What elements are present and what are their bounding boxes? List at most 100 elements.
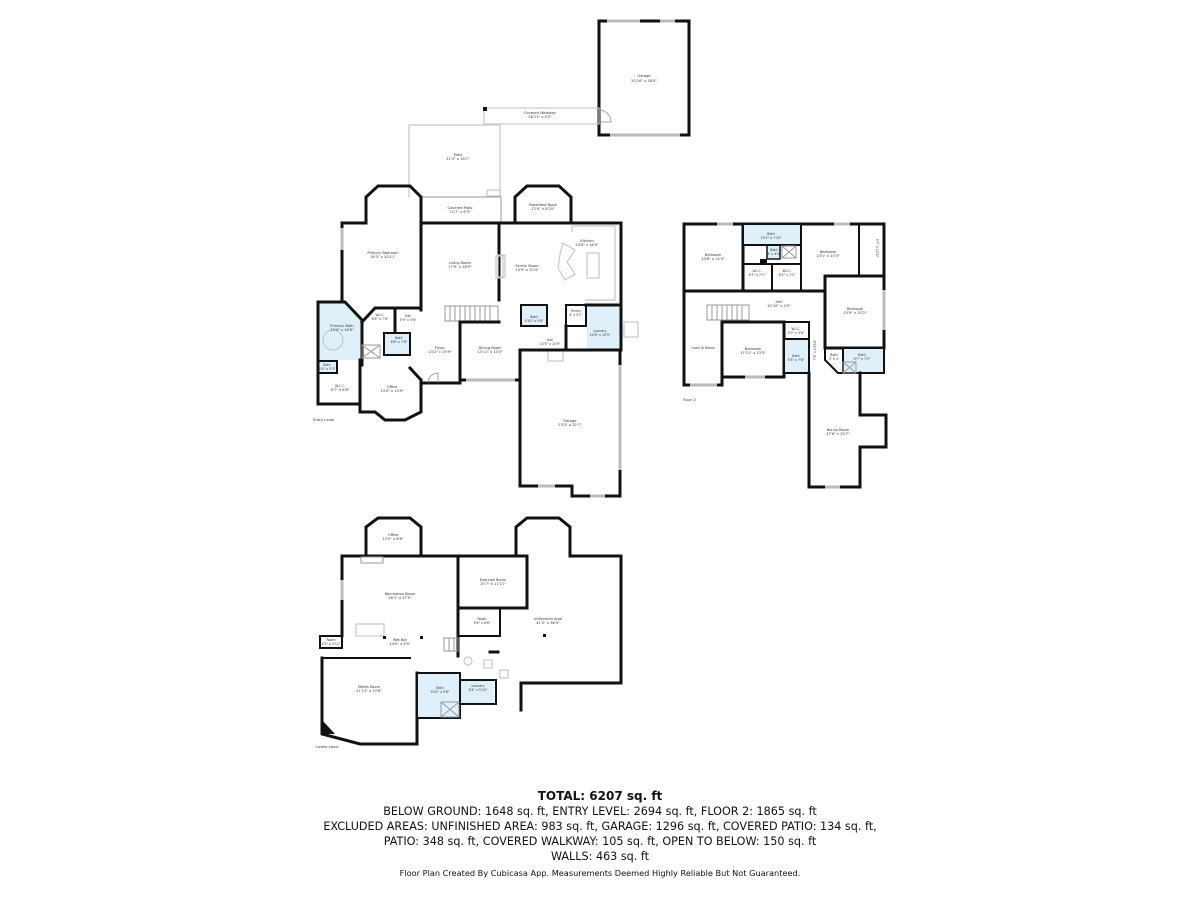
- svg-text:21'7" x 6'3": 21'7" x 6'3": [449, 210, 470, 214]
- svg-text:3' x 4': 3' x 4': [829, 357, 839, 361]
- room-f2-baths-right: Bath 3' x 4' Bath 9'7" x 7'2": [824, 347, 885, 374]
- svg-text:Family Room: Family Room: [516, 264, 539, 268]
- svg-text:12'4" x 8'10": 12'4" x 8'10": [531, 207, 555, 211]
- svg-text:5'5" x 7'8": 5'5" x 7'8": [788, 358, 805, 362]
- svg-text:Bath: Bath: [858, 353, 865, 357]
- svg-text:21'11" x 19'8": 21'11" x 19'8": [356, 689, 382, 693]
- svg-text:17'9" x 18'9": 17'9" x 18'9": [448, 265, 472, 269]
- room-f2-bath-main: Bath 15'2" x 7'10" Bath 5' x 4'5": [742, 225, 802, 265]
- svg-text:6'8" x 7'8": 6'8" x 7'8": [391, 340, 408, 344]
- svg-text:Room: Room: [477, 617, 486, 621]
- svg-text:10'5" x 10'9": 10'5" x 10'9": [540, 342, 561, 346]
- room-ll-unfinished: Unfinished Area 41'2" x 36'4": [463, 516, 623, 712]
- svg-text:Bath: Bath: [436, 686, 443, 690]
- svg-text:Bath: Bath: [830, 353, 837, 357]
- svg-text:15'7" x 11'11": 15'7" x 11'11": [480, 582, 506, 586]
- svg-text:Bedroom: Bedroom: [847, 307, 864, 311]
- room-f2-hall: Hall 32'10" x 4'9": [706, 300, 791, 321]
- room-living-room: Living Room 17'9" x 18'9": [419, 221, 504, 322]
- area-breakdown-line-4: WALLS: 463 sq. ft: [550, 850, 650, 863]
- svg-text:Bath: Bath: [770, 248, 777, 252]
- svg-text:Laundry: Laundry: [472, 684, 485, 688]
- svg-text:Bedroom: Bedroom: [745, 347, 762, 351]
- room-attached-garage: Garage 23'3" x 32'7": [518, 348, 622, 498]
- area-breakdown-line-3: PATIO: 348 sq. ft, COVERED WALKWAY: 105 …: [383, 835, 817, 848]
- room-f2-wic-bath: W.I.C. 5'3" x 4'6" Bath 5'5" x 7'8" 7'5"…: [783, 321, 817, 374]
- floor-label-floor2: Floor 2: [683, 397, 697, 402]
- floor-label-entry: Entry Level: [313, 417, 334, 422]
- room-ll-bath: Bath 9'10" x 9'8": [416, 672, 461, 719]
- svg-text:15'0" x 16'8": 15'0" x 16'8": [330, 328, 354, 332]
- svg-text:6'7" x 6'8": 6'7" x 6'8": [331, 388, 350, 392]
- svg-text:13'9" x 15'2": 13'9" x 15'2": [843, 311, 867, 315]
- svg-text:13'9" x 22'4": 13'9" x 22'4": [515, 268, 539, 272]
- area-breakdown-line-1: BELOW GROUND: 1648 sq. ft, ENTRY LEVEL: …: [383, 805, 817, 818]
- svg-text:4' x 5'2": 4' x 5'2": [569, 313, 583, 317]
- room-f2-bedroom-2: Bedroom 13'1" x 15'3" 5'7" x 12'2": [816, 223, 879, 277]
- room-utility: Bath 5'10" x 5'8" Pantry 4' x 5'2" Laund…: [520, 303, 639, 362]
- svg-text:6'7" x 7'1": 6'7" x 7'1": [749, 273, 766, 277]
- room-primary-bedroom: Primary Bedroom 16'3" x 20'11": [340, 184, 423, 312]
- room-foyer: Foyer 13'2" x 19'9": [419, 320, 462, 385]
- svg-text:23'3" x 32'7": 23'3" x 32'7": [558, 423, 582, 427]
- svg-text:Bath: Bath: [767, 232, 774, 236]
- room-f2-open-to-below: Open To Below Bedroom 17'11" x 13'3": [691, 320, 786, 387]
- room-breakfast-nook: Breakfast Nook 12'4" x 8'10": [513, 184, 573, 225]
- floor-2-plan: Bedroom 13'8" x 15'3" Bath 15'2" x 7'10"…: [682, 222, 888, 489]
- entry-level-plan: Garage 20'10" x 26'0" Covered Walkway 26…: [313, 19, 691, 498]
- svg-text:Living Room: Living Room: [449, 261, 472, 265]
- room-f2-bonus-room: Bonus Room 17'6" x 25'7": [807, 371, 888, 489]
- svg-text:5'5" x 3'3": 5'5" x 3'3": [319, 367, 336, 371]
- svg-text:Garage: Garage: [563, 419, 577, 423]
- svg-text:Foyer: Foyer: [435, 346, 445, 350]
- svg-text:14'0" x 8'0": 14'0" x 8'0": [389, 642, 410, 646]
- room-detached-garage: Garage 20'10" x 26'0": [597, 19, 691, 137]
- room-covered-walkway: Covered Walkway 26'11" x 4'3": [483, 107, 600, 125]
- svg-text:41'2" x 36'4": 41'2" x 36'4": [536, 621, 560, 625]
- room-ll-office: Office 12'5" x 8'6": [364, 516, 423, 558]
- floor-label-lower: Lower Level: [316, 744, 339, 749]
- svg-text:Breakfast Nook: Breakfast Nook: [529, 203, 557, 207]
- lower-level-plan: Office 12'5" x 8'6" Recreation Room 28'1…: [316, 516, 623, 749]
- svg-text:Unfinished Area: Unfinished Area: [534, 617, 563, 621]
- svg-text:W.I.C.: W.I.C.: [376, 313, 385, 317]
- room-office: Office 14'0" x 13'9": [358, 358, 423, 422]
- svg-text:5'3" x 4'6": 5'3" x 4'6": [788, 331, 805, 335]
- svg-text:Media Room: Media Room: [358, 685, 381, 689]
- svg-text:5'10" x 5'8": 5'10" x 5'8": [525, 319, 544, 323]
- svg-text:Hall: Hall: [405, 314, 411, 318]
- area-breakdown-line-2: EXCLUDED AREAS: UNFINISHED AREA: 983 sq.…: [323, 820, 877, 833]
- svg-text:W.I.C.: W.I.C.: [792, 327, 801, 331]
- svg-text:9'10" x 9'8": 9'10" x 9'8": [431, 690, 450, 694]
- svg-text:32'10" x 4'9": 32'10" x 4'9": [767, 304, 791, 308]
- svg-text:W.I.C.: W.I.C.: [783, 269, 792, 273]
- svg-text:14'0" x 13'9": 14'0" x 13'9": [380, 389, 404, 393]
- svg-text:20'10" x 26'0": 20'10" x 26'0": [631, 79, 657, 83]
- room-ll-small-room: Room 4'5" x 3'11": [319, 635, 343, 649]
- svg-text:Bath: Bath: [395, 336, 402, 340]
- svg-text:Pantry: Pantry: [571, 309, 581, 313]
- svg-text:Laundry: Laundry: [594, 329, 607, 333]
- svg-text:21'3" x 16'7": 21'3" x 16'7": [446, 157, 470, 161]
- svg-text:Recreation Room: Recreation Room: [385, 592, 416, 596]
- svg-text:14'8" x 16'9": 14'8" x 16'9": [575, 243, 599, 247]
- svg-text:W.I.C.: W.I.C.: [753, 269, 762, 273]
- svg-text:17'11" x 13'3": 17'11" x 13'3": [740, 351, 766, 355]
- svg-text:Room: Room: [326, 638, 335, 642]
- svg-text:6'3" x 7'1": 6'3" x 7'1": [779, 273, 796, 277]
- room-ll-exercise: Exercise Room 15'7" x 11'11": [456, 554, 529, 610]
- svg-text:28'1" x 27'5": 28'1" x 27'5": [388, 596, 412, 600]
- svg-text:16'3" x 20'11": 16'3" x 20'11": [370, 255, 396, 259]
- svg-text:Office: Office: [388, 533, 399, 537]
- room-ll-media: Media Room 21'11" x 19'8": [320, 656, 419, 746]
- room-f2-wic: W.I.C. 6'7" x 7'1" W.I.C. 6'3" x 7'1": [742, 223, 802, 292]
- svg-text:5' x 4'5": 5' x 4'5": [767, 252, 781, 256]
- svg-text:Hall: Hall: [776, 300, 783, 304]
- room-ll-laundry: Laundry 8'4" x 5'10": [459, 679, 497, 705]
- svg-text:5'9" x 5'8": 5'9" x 5'8": [400, 318, 417, 322]
- svg-text:8'4" x 5'10": 8'4" x 5'10": [469, 688, 488, 692]
- svg-text:Bedroom: Bedroom: [705, 253, 722, 257]
- room-primary-bath: Primary Bath 15'0" x 16'8" Bath 5'5" x 3…: [316, 300, 381, 406]
- room-ll-recreation: Recreation Room 28'1" x 27'5": [340, 554, 460, 658]
- svg-text:Patio: Patio: [454, 153, 463, 157]
